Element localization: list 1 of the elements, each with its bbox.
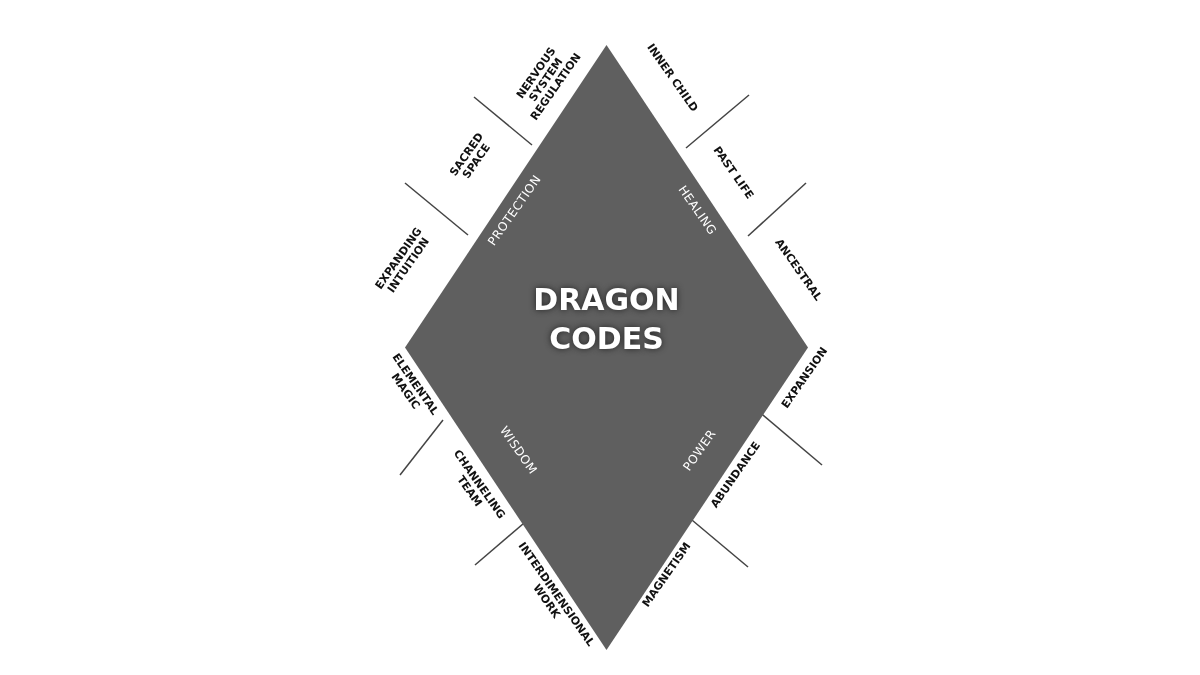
center-label: DRAGON CODES xyxy=(532,280,681,358)
